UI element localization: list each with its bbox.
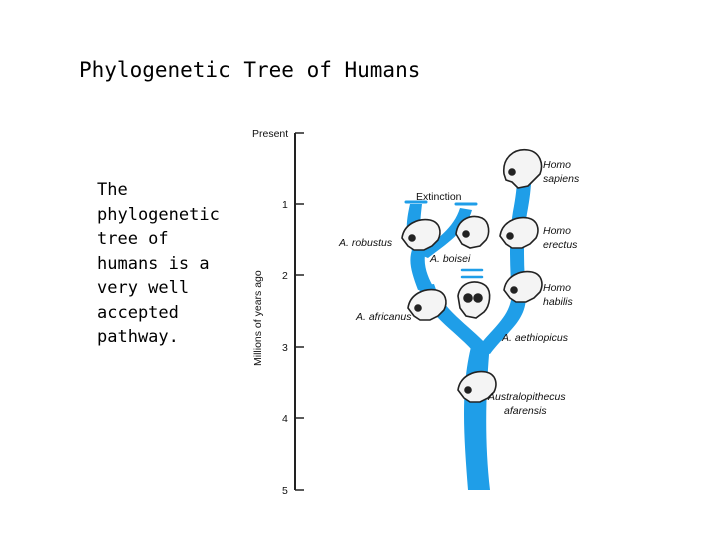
trunk-branch [464,343,490,490]
skull-icon [457,281,491,319]
axis-tick-label-3: 3 [282,342,288,354]
tree-branches [404,154,532,490]
extinction-label: Extinction [416,191,462,203]
skull-icon [407,288,447,321]
africanus-branch [410,250,434,290]
species-label-homo-habilis-line2: habilis [543,296,574,308]
species-label-homo-habilis: Homo [543,282,571,294]
skull-icon [503,270,543,303]
axis-tick-label-4: 4 [282,413,288,425]
species-label-a-aethiopicus: A. aethiopicus [501,332,569,344]
axis-title: Millions of years ago [252,270,264,366]
species-label-homo-erectus: Homo [543,225,571,237]
skull-icon [401,218,441,251]
time-axis: Present 1 2 3 4 5 Millions of years ago [252,128,304,497]
axis-tick-label-5: 5 [282,485,288,497]
axis-tick-label-present: Present [252,128,288,140]
skull-icon [457,370,497,403]
species-labels: Extinction Homo sapiens Homo erectus Hom… [338,159,580,417]
homo-branch [476,294,526,354]
species-label-a-boisei: A. boisei [429,253,471,265]
species-label-a-africanus: A. africanus [355,311,412,323]
species-label-australopithecus-afarensis-line2: afarensis [504,405,547,417]
species-label-homo-sapiens: Homo [543,159,571,171]
slide-title: Phylogenetic Tree of Humans [79,58,421,82]
phylogenetic-tree-figure: Present 1 2 3 4 5 Millions of years ago [252,128,580,497]
skull-icon [503,149,543,189]
species-label-homo-erectus-line2: erectus [543,239,578,251]
skull-icon [499,216,539,249]
species-label-australopithecus-afarensis: Australopithecus [487,391,566,403]
skull-icons [401,149,543,403]
skull-icon [455,215,490,249]
species-label-homo-sapiens-line2: sapiens [543,173,580,185]
species-label-a-robustus: A. robustus [338,237,393,249]
axis-tick-label-1: 1 [282,199,288,211]
axis-tick-label-2: 2 [282,270,288,282]
slide-body-text: The phylogenetic tree of humans is a ver… [97,180,220,347]
